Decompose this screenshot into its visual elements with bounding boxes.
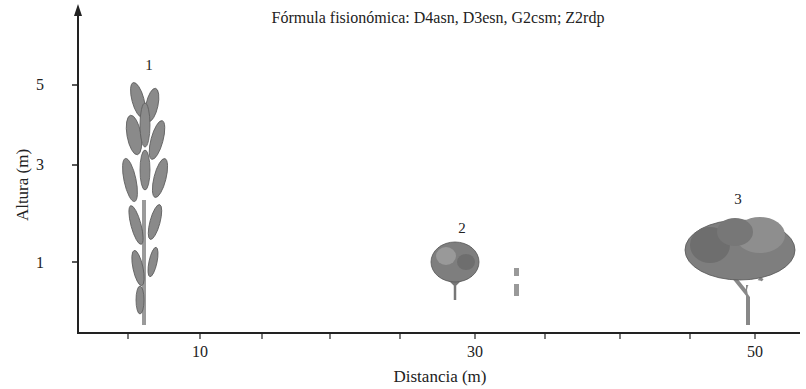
- plant-1: [120, 81, 171, 325]
- axes: [72, 4, 800, 333]
- tick-label: 30: [467, 344, 483, 360]
- callout-number: 2: [458, 221, 466, 236]
- tick-label: 3: [36, 157, 44, 173]
- tick-label: 5: [36, 77, 44, 93]
- figure-title: Fórmula fisionómica: D4asn, D3esn, G2csm…: [272, 10, 605, 26]
- plant-3: [685, 217, 795, 325]
- tick-label: 1: [36, 255, 44, 271]
- axis-title: Altura (m): [14, 149, 31, 221]
- x-ticks: [128, 333, 755, 339]
- callout-number: 1: [145, 58, 153, 73]
- tick-label: 10: [192, 344, 208, 360]
- callout-number: 3: [734, 192, 742, 207]
- plant-2: [431, 242, 519, 300]
- axis-title: Distancia (m): [394, 368, 487, 385]
- tick-label: 50: [747, 344, 763, 360]
